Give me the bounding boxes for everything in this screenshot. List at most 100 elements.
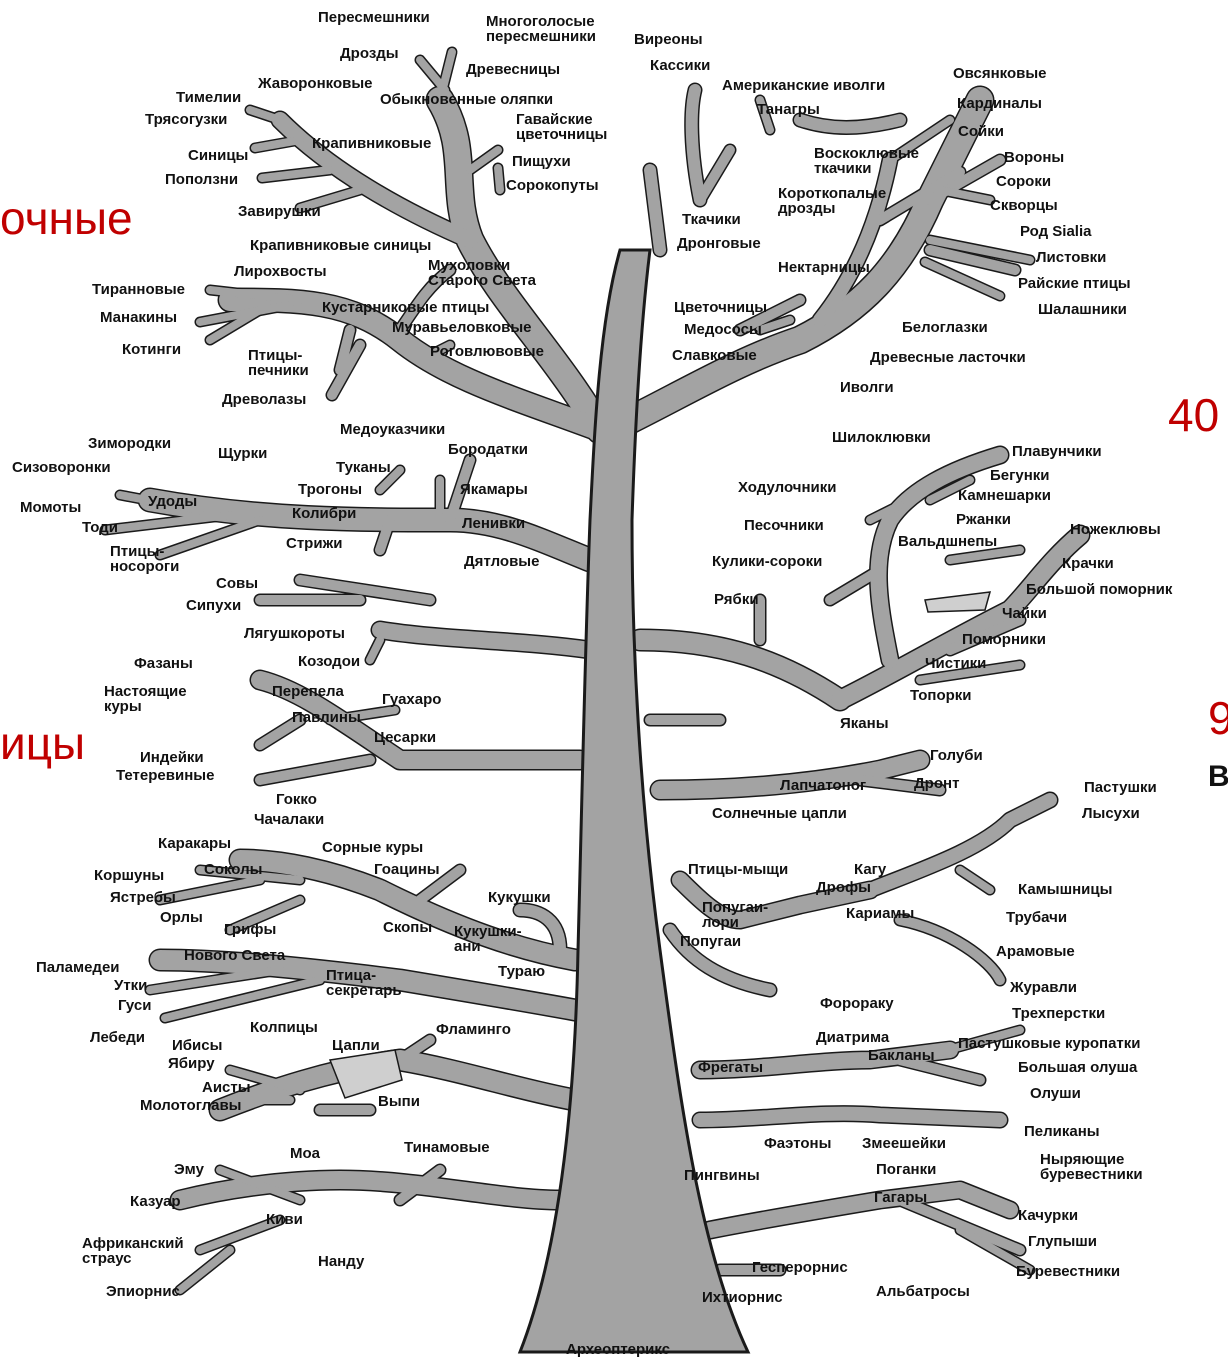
- taxon-вороны-label: Вороны: [1004, 149, 1065, 166]
- taxon-сизоворонки-label: Сизоворонки: [12, 459, 111, 476]
- taxon-шалашники-label: Шалашники: [1038, 301, 1127, 318]
- branch: [161, 976, 324, 1022]
- overlay-text-right-mid: 9: [1208, 692, 1228, 744]
- branch: [226, 1066, 304, 1094]
- branch: [395, 1165, 445, 1205]
- taxon-пастушки-label: Пастушки: [1084, 779, 1157, 796]
- taxon-крачки-label: Крачки: [1062, 555, 1114, 572]
- taxon-кукушки-ани-label: Кукушки- ани: [454, 923, 522, 955]
- taxon-цветочницы-label: Цветочницы: [674, 299, 768, 316]
- branch: [825, 565, 885, 605]
- branch: [630, 630, 850, 710]
- taxon-ябиру-label: Ябиру: [168, 1055, 215, 1072]
- taxon-коршуны-label: Коршуны: [94, 867, 165, 884]
- branch: [216, 1166, 304, 1204]
- taxon-ржанки-label: Ржанки: [956, 511, 1011, 528]
- taxon-рябки-label: Рябки: [714, 591, 759, 608]
- branch: [921, 258, 1004, 300]
- taxon-лысухи-label: Лысухи: [1082, 805, 1140, 822]
- branch: [171, 1171, 569, 1209]
- taxon-момоты-label: Момоты: [20, 499, 82, 516]
- taxon-щурки-label: Щурки: [218, 445, 268, 462]
- taxon-солнечные-цапли-label: Солнечные цапли: [712, 805, 847, 822]
- branch: [875, 167, 965, 225]
- taxon-котинги-label: Котинги: [122, 341, 182, 358]
- taxon-колпицы-label: Колпицы: [250, 1019, 318, 1036]
- taxon-настоящие-куры-label: Настоящие куры: [104, 683, 187, 715]
- taxon-белоглазки-label: Белоглазки: [902, 319, 988, 336]
- taxon-дронт-label: Дронт: [914, 775, 960, 792]
- taxon-археоптерикс-label: Археоптерикс: [566, 1341, 671, 1358]
- branch: [139, 489, 601, 571]
- taxon-нектарницы-label: Нектарницы: [778, 259, 870, 276]
- branch: [372, 622, 598, 658]
- branch: [916, 661, 1024, 684]
- branch: [693, 1106, 1007, 1127]
- shaded-patch-herons: [328, 1049, 403, 1099]
- overlay-text-right-top: 40: [1168, 389, 1220, 441]
- taxon-овсянковые-label: Овсянковые: [953, 65, 1047, 82]
- taxon-воскоклювые-ткачики-label: Воскоклювые ткачики: [814, 145, 920, 177]
- taxon-пингвины-label: Пингвины: [684, 1167, 760, 1184]
- taxon-цапли-label: Цапли: [332, 1037, 380, 1054]
- taxon-ткачики-label: Ткачики: [682, 211, 741, 228]
- taxon-муравьеловковые-label: Муравьеловковые: [392, 319, 532, 336]
- branch: [415, 865, 465, 905]
- taxon-каракары-label: Каракары: [158, 835, 232, 852]
- branch: [946, 546, 1024, 564]
- branch: [956, 866, 994, 894]
- taxon-медососы-label: Медососы: [684, 321, 762, 338]
- branch: [863, 793, 1057, 897]
- branch: [685, 84, 706, 206]
- taxon-топорки-label: Топорки: [910, 687, 972, 704]
- taxon-птицы-носороги-label: Птицы- носороги: [110, 543, 180, 575]
- taxon-гавайские-цветочницы-label: Гавайские цветочницы: [516, 111, 608, 143]
- branch: [395, 265, 455, 335]
- branch-outline: [893, 913, 1007, 987]
- taxon-африканский-страус-label: Африканский страус: [82, 1235, 184, 1267]
- taxon-тоди-label: Тоди: [82, 519, 118, 536]
- taxon-гесперорнис-label: Гесперорнис: [752, 1259, 848, 1276]
- taxon-фламинго-label: Фламинго: [436, 1021, 511, 1038]
- taxon-древесницы-label: Древесницы: [466, 61, 561, 78]
- branch: [664, 924, 776, 996]
- branch: [295, 575, 435, 605]
- tree-trunk: [517, 248, 751, 1354]
- branch: [196, 1216, 284, 1254]
- taxon-арамовые-label: Арамовые: [996, 943, 1075, 960]
- taxon-моа-label: Моа: [290, 1145, 320, 1162]
- branch: [206, 286, 304, 304]
- taxon-гуси-label: Гуси: [118, 997, 152, 1014]
- branch: [651, 751, 929, 799]
- taxon-эму-label: Эму: [174, 1161, 204, 1178]
- taxon-лебеди-label: Лебеди: [90, 1029, 146, 1046]
- taxon-фаэтоны-label: Фаэтоны: [764, 1135, 832, 1152]
- taxon-форораку-label: Форораку: [820, 995, 894, 1012]
- branch: [756, 96, 774, 134]
- taxon-тимелии-label: Тимелии: [176, 89, 242, 106]
- taxon-олуши-label: Олуши: [1030, 1085, 1081, 1102]
- taxon-трехперстки-label: Трехперстки: [1012, 1005, 1106, 1022]
- taxon-ленивки-label: Ленивки: [462, 515, 526, 532]
- taxon-попугаи-лори-label: Попугаи- лори: [702, 899, 769, 931]
- taxon-песочники-label: Песочники: [744, 517, 824, 534]
- taxon-диатрима-label: Диатрима: [816, 1029, 890, 1046]
- taxon-короткопалые-дрозды-label: Короткопалые дрозды: [778, 185, 887, 217]
- taxon-дронговые-label: Дронговые: [677, 235, 761, 252]
- branch: [895, 1195, 1025, 1255]
- taxon-вальдшнепы-label: Вальдшнепы: [898, 533, 998, 550]
- taxon-тинамовые-label: Тинамовые: [404, 1139, 490, 1156]
- taxon-ибисы-label: Ибисы: [172, 1037, 223, 1054]
- taxon-пересмешники-label: Пересмешники: [318, 9, 430, 26]
- taxon-трогоны-label: Трогоны: [298, 481, 362, 498]
- branch: [327, 340, 365, 400]
- branch: [692, 1042, 958, 1078]
- branch: [936, 186, 994, 204]
- taxon-якамары-label: Якамары: [460, 481, 528, 498]
- taxon-туканы-label: Туканы: [336, 459, 391, 476]
- branch: [251, 136, 304, 152]
- taxon-кустарниковые-птицы-label: Кустарниковые птицы: [322, 299, 490, 316]
- branch: [376, 466, 404, 494]
- branch: [895, 1055, 985, 1085]
